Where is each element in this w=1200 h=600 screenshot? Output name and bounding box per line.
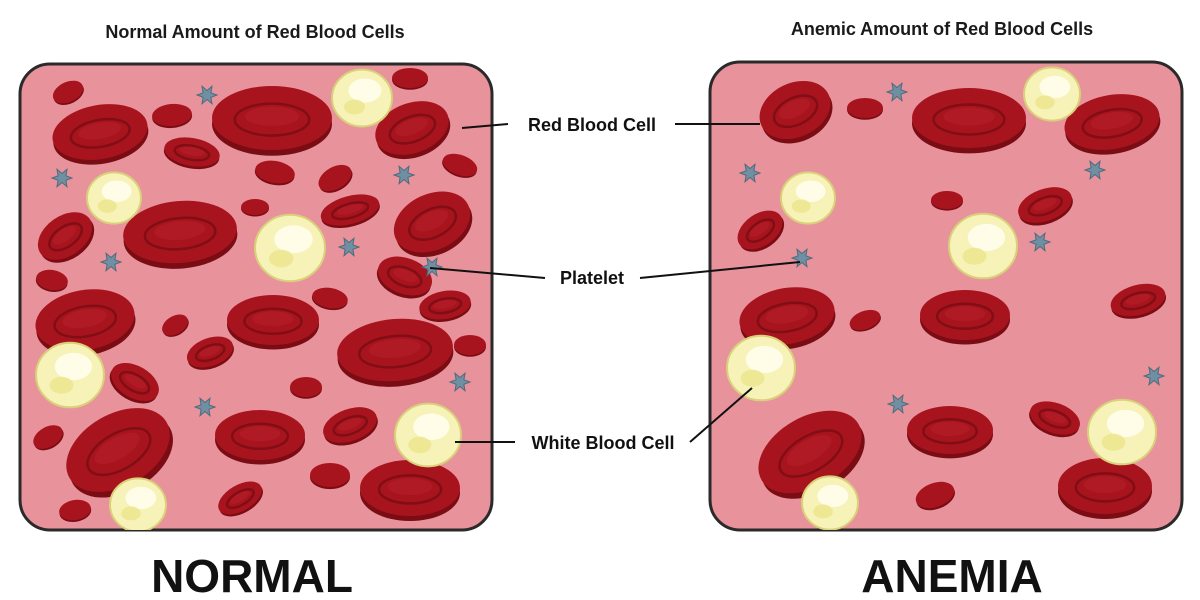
white-blood-cell-icon — [394, 402, 462, 468]
red-blood-cell-icon — [393, 191, 473, 258]
red-blood-cell-icon — [35, 269, 68, 293]
red-blood-cell-icon — [33, 425, 64, 451]
red-blood-cell-icon — [337, 318, 454, 387]
white-blood-cell-icon — [331, 68, 393, 128]
anemia-cells-group — [726, 66, 1167, 530]
red-blood-cell-icon — [1029, 401, 1080, 438]
red-blood-cell-icon — [109, 363, 159, 404]
red-blood-cell-icon — [227, 295, 319, 350]
red-blood-cell-icon — [218, 481, 263, 517]
red-blood-cell-icon — [123, 200, 238, 269]
red-blood-cell-icon — [311, 287, 348, 311]
red-blood-cell-icon — [1058, 458, 1152, 520]
white-blood-cell-icon — [86, 171, 142, 225]
normal-panel-title: Normal Amount of Red Blood Cells — [105, 22, 404, 42]
red-blood-cell-icon — [186, 336, 234, 370]
red-blood-cell-icon — [152, 103, 193, 129]
normal-cells-group — [33, 68, 486, 530]
red-blood-cell-icon — [52, 104, 149, 165]
rbc-leader-line-left — [461, 123, 509, 129]
platelet-icon — [738, 163, 762, 183]
white-blood-cell-icon — [1087, 398, 1157, 466]
red-blood-cell-icon — [454, 335, 486, 357]
red-blood-cell-icon — [849, 309, 881, 332]
white-blood-cell-icon — [780, 171, 836, 225]
platelet-icon — [193, 397, 217, 417]
platelet-icon — [790, 248, 814, 268]
platelet-icon — [50, 168, 74, 188]
red-blood-cell-icon — [442, 153, 478, 178]
red-blood-cell-icon — [847, 98, 883, 120]
red-blood-cell-icon — [318, 164, 353, 193]
platelet-leader-line-right — [639, 261, 801, 279]
platelet-leader-line-left — [429, 267, 546, 279]
red-blood-cell-icon — [1064, 94, 1161, 155]
anemia-panel-title: Anemic Amount of Red Blood Cells — [791, 19, 1093, 39]
wbc-leader-line-right — [689, 387, 753, 443]
platelet-icon — [99, 252, 123, 272]
red-blood-cell-icon — [1110, 283, 1167, 319]
red-blood-cell-icon — [66, 408, 173, 498]
red-blood-cell-icon — [35, 289, 136, 357]
red-blood-cell-icon — [162, 314, 189, 337]
platelet-icon — [337, 237, 361, 257]
red-blood-cell-icon — [931, 191, 963, 211]
white-blood-cell-icon — [726, 334, 796, 402]
white-blood-cell-icon — [35, 341, 105, 409]
red-blood-cell-icon — [376, 256, 433, 299]
platelet-icon — [886, 394, 910, 414]
normal-caption: NORMAL — [151, 550, 353, 600]
red-blood-cell-icon — [320, 194, 380, 229]
red-blood-cell-icon — [737, 210, 785, 252]
platelet-icon — [448, 372, 472, 392]
white-blood-cell-icon — [801, 475, 859, 530]
red-blood-cell-icon — [375, 101, 451, 160]
red-blood-cell-icon — [59, 499, 92, 523]
platelet-label: Platelet — [560, 268, 624, 288]
anemia-caption: ANEMIA — [861, 550, 1042, 600]
platelet-icon — [1142, 366, 1166, 386]
white-blood-cell-label: White Blood Cell — [532, 433, 675, 453]
white-blood-cell-icon — [109, 477, 167, 530]
white-blood-cell-icon — [1023, 66, 1081, 122]
red-blood-cell-icon — [758, 410, 865, 499]
red-blood-cell-icon — [920, 290, 1010, 345]
platelet-icon — [885, 82, 909, 102]
red-blood-cell-icon — [215, 410, 305, 465]
platelet-icon — [420, 257, 444, 277]
red-blood-cell-icon — [254, 160, 295, 186]
platelet-icon — [1083, 160, 1107, 180]
red-blood-cell-icon — [1018, 187, 1073, 226]
red-blood-cell-icon — [290, 377, 322, 399]
platelet-icon — [1028, 232, 1052, 252]
red-blood-cell-label: Red Blood Cell — [528, 115, 656, 135]
red-blood-cell-icon — [392, 68, 428, 90]
red-blood-cell-icon — [912, 88, 1026, 154]
red-blood-cell-icon — [759, 80, 833, 144]
red-blood-cell-icon — [419, 290, 472, 322]
red-blood-cell-icon — [241, 199, 269, 217]
red-blood-cell-icon — [360, 460, 460, 522]
red-blood-cell-icon — [915, 481, 955, 511]
red-blood-cell-icon — [37, 212, 95, 263]
red-blood-cell-icon — [163, 137, 220, 170]
red-blood-cell-icon — [323, 407, 378, 446]
platelet-icon — [195, 85, 219, 105]
red-blood-cell-icon — [52, 80, 84, 105]
white-blood-cell-icon — [948, 212, 1018, 280]
platelet-icon — [392, 165, 416, 185]
white-blood-cell-icon — [254, 213, 326, 283]
red-blood-cell-icon — [310, 463, 350, 490]
red-blood-cell-icon — [907, 406, 993, 459]
red-blood-cell-icon — [212, 86, 332, 156]
